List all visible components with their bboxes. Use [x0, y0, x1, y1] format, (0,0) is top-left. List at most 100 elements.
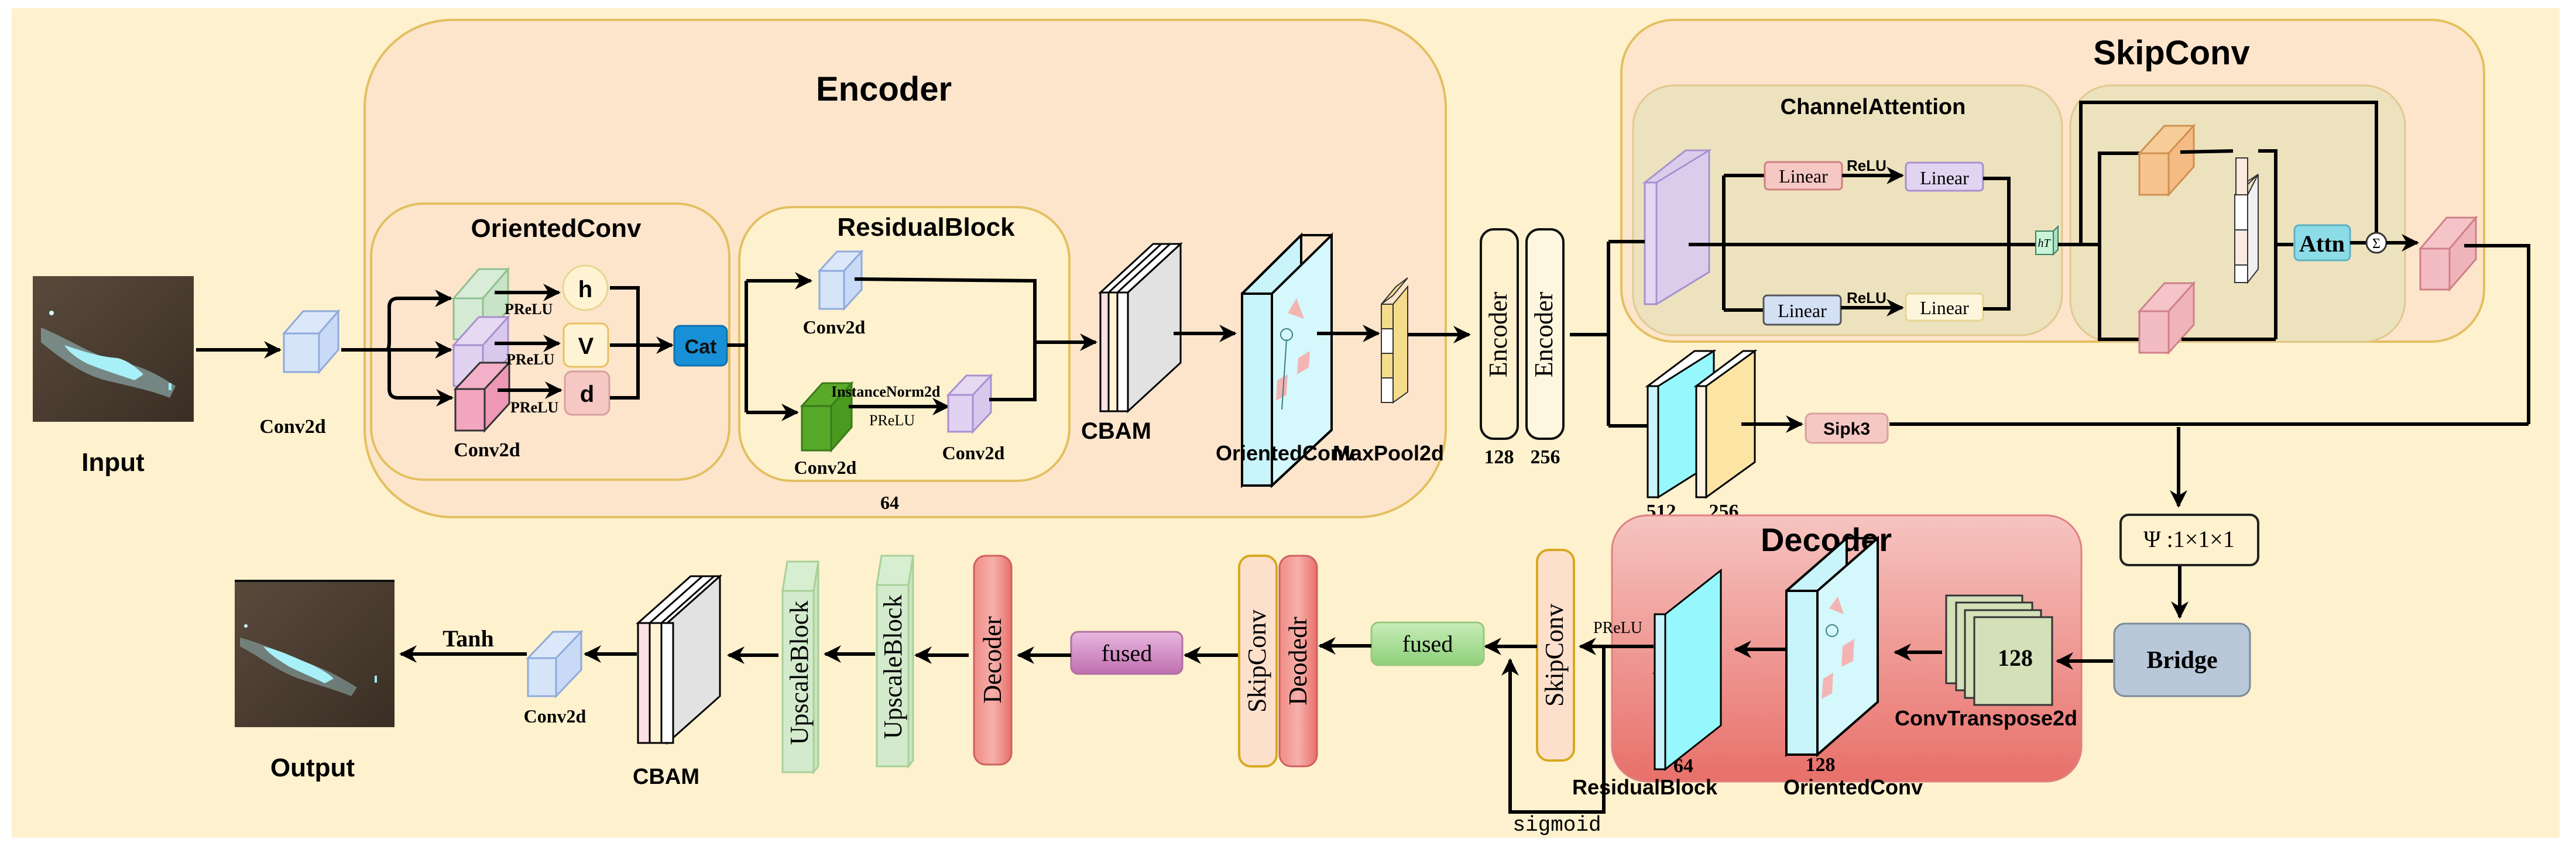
decoder-chain-skipconv1-label: SkipConv [1540, 604, 1569, 707]
decoder-residual-label: ResidualBlock [1572, 775, 1718, 799]
encoder-stack-256-label: Encoder [1529, 291, 1558, 377]
ca-bottom-linear1-label: Linear [1778, 300, 1827, 321]
input-image [33, 276, 194, 422]
decoder-chain-decoder [973, 555, 1013, 766]
output-conv-cube [526, 629, 584, 698]
encoder-stack-256 [1525, 228, 1565, 440]
ca-bottom-relu-label: ReLU [1847, 289, 1886, 307]
decoder-convtranspose-stack [1945, 594, 2053, 706]
encoder-oriented-conv-label: OrientedConv [1216, 441, 1355, 465]
attn-label: Attn [2299, 230, 2345, 257]
decoder-chain-decoder-label: Decoder [978, 616, 1007, 703]
decoder-cbam-label: CBAM [633, 765, 699, 789]
decoder-oriented-conv-label: OrientedConv [1783, 775, 1923, 799]
skipconv-output-line [2464, 244, 2530, 424]
sipk3-label: Sipk3 [1823, 419, 1870, 439]
decoder-chain-fused2 [1070, 631, 1184, 675]
decoder-pair-skipconv [1238, 555, 1278, 768]
branch-d-label: d [580, 381, 594, 407]
encoder-oriented-conv-block [1241, 232, 1333, 488]
ca-top-linear1-label: Linear [1779, 166, 1828, 187]
attn-query-line [2180, 149, 2234, 154]
branches-merge-line [610, 286, 640, 400]
branch-h-label: h [578, 277, 592, 302]
upscale-block-1 [781, 560, 819, 775]
encoder-stack-128-label: Encoder [1484, 291, 1512, 377]
residual-skip-conv-cube [817, 249, 864, 311]
residual-conv1-cube [800, 381, 854, 453]
upscale-block-2-label: UpscaleBlock [879, 595, 907, 739]
ca-output-symbol: hT [2038, 237, 2051, 250]
decoder-pair-skipconv-label: SkipConv [1243, 610, 1271, 713]
encoder-stack-128-channels: 128 [1484, 446, 1514, 468]
branch-d-node [564, 370, 610, 416]
ca-bottom-linear1 [1762, 294, 1842, 326]
branch-v-node [562, 322, 609, 368]
tanh-label: Tanh [443, 625, 494, 652]
branch-v-label: V [578, 333, 594, 359]
decoder-cbam-block [636, 574, 722, 745]
residual-merge-line [854, 277, 1037, 401]
decoder-convtranspose-channels: 128 [1998, 645, 2033, 671]
encoder-maxpool-block [1381, 277, 1408, 404]
branch-h-node [562, 264, 609, 311]
channel-attention-feature-map [1642, 149, 1712, 306]
residual-block-title: ResidualBlock [837, 213, 1015, 242]
psi-label: Ψ :1×1×1 [2143, 526, 2235, 552]
decoder-chain-skipconv1 [1536, 549, 1575, 762]
sum-symbol: Σ [2372, 236, 2381, 252]
residual-conv2-cube [946, 373, 993, 434]
attn-weights-stack [2234, 157, 2259, 284]
channel-attention-split-line [1722, 174, 1765, 312]
encoder-stack-128 [1480, 228, 1519, 440]
sigmoid-label: sigmoid [1512, 813, 1601, 837]
output-image [235, 580, 395, 727]
decoder-prelu-label: PReLU [1593, 619, 1642, 637]
residual-prelu-label: PReLU [869, 412, 915, 429]
residual-skip-conv-label: Conv2d [803, 316, 866, 338]
encoder-channels-label: 64 [880, 492, 899, 513]
ca-top-linear2-label: Linear [1920, 167, 1969, 188]
input-label: Input [81, 448, 145, 477]
oriented-conv-branch-lines [341, 297, 445, 400]
encoder-title: Encoder [816, 70, 952, 108]
bridge-node [2113, 622, 2251, 697]
decoder-convtranspose-label: ConvTranspose2d [1895, 706, 2077, 730]
decoder-pair-decoder-label: Deodedr [1284, 617, 1312, 706]
decoder-residual-channels: 64 [1673, 755, 1693, 777]
prelu-label-v: PReLU [506, 351, 555, 368]
upscale-block-1-label: UpscaleBlock [785, 601, 814, 745]
stem-conv-label: Conv2d [259, 416, 325, 438]
encoder-maxpool-label: MaxPool2d [1333, 441, 1444, 465]
encoder-stack-256-channels: 256 [1531, 446, 1560, 468]
psi-node [2119, 514, 2259, 566]
ca-output-cube [2035, 225, 2059, 256]
residual-split-line [727, 281, 748, 412]
residual-conv2-label: Conv2d [942, 442, 1005, 463]
decoder-pair-decoder [1278, 555, 1318, 768]
encoder-split-line [1570, 240, 1648, 428]
cat-label: Cat [685, 336, 717, 358]
decoder-oriented-conv-channels: 128 [1806, 754, 1836, 776]
residual-block-container [738, 206, 1071, 482]
sigmoid-feedback-line [1508, 646, 1606, 814]
encoder-cbam-block [1098, 242, 1183, 414]
residual-conv1-label: Conv2d [794, 457, 857, 478]
branch-d-conv-cube [453, 360, 512, 433]
decoder-residual-map [1652, 568, 1722, 772]
attn-residual-line [2058, 101, 2378, 246]
decoder-oriented-conv-block [1785, 535, 1879, 758]
skipconv-output-cube [2418, 215, 2478, 292]
prelu-label-d: PReLU [510, 399, 559, 416]
ca-bottom-linear2-label: Linear [1920, 297, 1969, 318]
decoder-chain-fused1-label: fused [1402, 631, 1453, 657]
ca-top-relu-label: ReLU [1847, 157, 1886, 174]
stem-conv-cube [282, 308, 341, 375]
attn-query-cube [2137, 123, 2196, 197]
decoder-chain-fused1 [1370, 621, 1485, 666]
output-label: Output [270, 753, 355, 782]
output-conv-label: Conv2d [524, 706, 586, 727]
oriented-conv-conv-label: Conv2d [454, 439, 520, 461]
decoder-chain-fused2-label: fused [1102, 640, 1152, 666]
